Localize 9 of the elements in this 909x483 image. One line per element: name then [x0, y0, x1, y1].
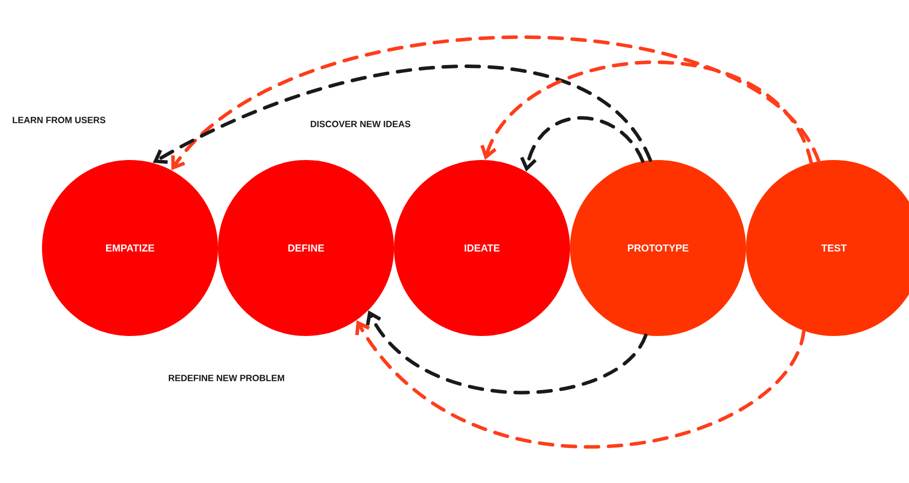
text-label: LEARN FROM USERS	[12, 116, 106, 124]
dashed-arrow	[171, 35, 820, 170]
text-label: DISCOVER NEW IDEAS	[310, 120, 410, 128]
dashed-arrow	[152, 64, 652, 164]
dashed-arrow	[480, 60, 813, 165]
text-label: REDEFINE NEW PROBLEM	[168, 374, 284, 382]
dashed-arrow	[366, 310, 648, 394]
dashed-arrow	[355, 320, 806, 448]
dashed-arrow	[520, 116, 644, 172]
